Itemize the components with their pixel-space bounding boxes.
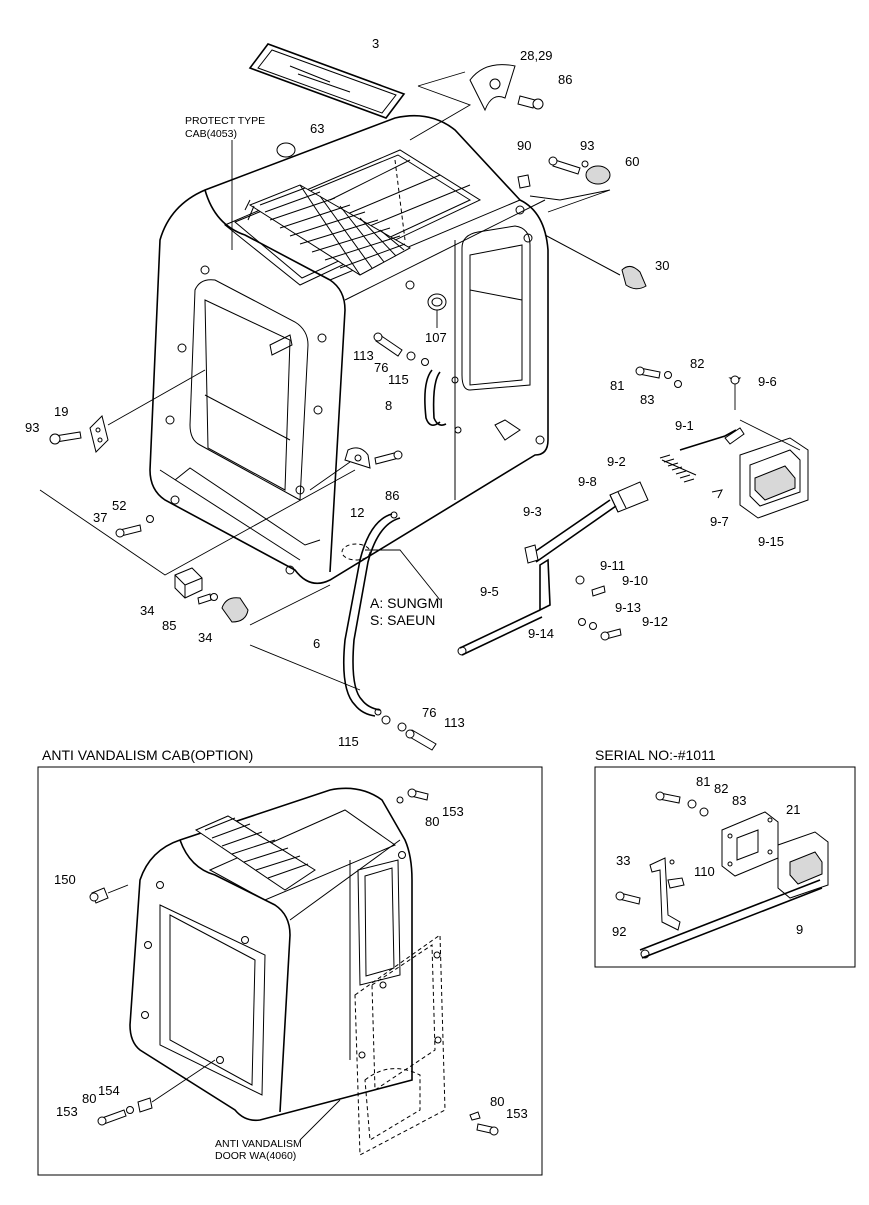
fasteners-113-76-115	[373, 332, 429, 366]
callout-85: 85	[162, 618, 176, 633]
callout-86-top: 86	[558, 72, 572, 87]
callout-30: 30	[655, 258, 669, 273]
callout-28-29: 28,29	[520, 48, 553, 63]
callout-34-right: 34	[198, 630, 212, 645]
serial-box	[594, 766, 856, 968]
av-callout-80-right: 80	[490, 1094, 504, 1109]
callout-60: 60	[625, 154, 639, 169]
serial-callout-81: 81	[696, 774, 710, 789]
callout-76-mid: 76	[374, 360, 388, 375]
callout-9-10: 9-10	[622, 573, 648, 588]
callout-labels: 3 28,29 86 63 90 93 60 30 107 113 76 115…	[25, 36, 784, 749]
part-19	[89, 369, 206, 453]
callout-82: 82	[690, 356, 704, 371]
grab-bar-part-6	[342, 511, 401, 717]
anti-vandalism-door-line1: ANTI VANDALISM	[215, 1138, 302, 1150]
callout-9-11: 9-11	[600, 558, 625, 573]
part-12	[309, 447, 403, 491]
protect-mesh	[244, 184, 412, 276]
callout-9-3: 9-3	[523, 504, 542, 519]
maker-s-note: S: SAEUN	[370, 612, 435, 628]
frame-holes	[165, 205, 545, 575]
callout-19: 19	[54, 404, 68, 419]
callout-83: 83	[640, 392, 654, 407]
callout-8: 8	[385, 398, 392, 413]
callout-37: 37	[93, 510, 107, 525]
callout-90: 90	[517, 138, 531, 153]
parts-34-85	[174, 567, 249, 623]
av-callout-150: 150	[54, 872, 76, 887]
anti-vandalism-title: ANTI VANDALISM CAB(OPTION)	[42, 747, 253, 763]
callout-113-bottom: 113	[444, 715, 465, 730]
callout-93-top: 93	[580, 138, 594, 153]
notes: PROTECT TYPE CAB(4053) A: SUNGMI S: SAEU…	[185, 115, 443, 628]
callout-9-6: 9-6	[758, 374, 777, 389]
av-callout-80-left: 80	[82, 1091, 96, 1106]
serial-title: SERIAL NO:-#1011	[595, 747, 716, 763]
callout-63: 63	[310, 121, 324, 136]
main-cab-frame	[149, 43, 549, 585]
callout-9-8: 9-8	[578, 474, 597, 489]
handle-part-8	[424, 369, 447, 426]
bolt-93-left	[49, 431, 82, 445]
callout-113-mid: 113	[353, 348, 374, 363]
anti-vandalism-door	[354, 934, 446, 1156]
serial-callout-92: 92	[612, 924, 626, 939]
callout-86-mid: 86	[385, 488, 399, 503]
callout-9-12: 9-12	[642, 614, 668, 629]
av-callout-154: 154	[98, 1083, 120, 1098]
av-callout-153-right: 153	[506, 1106, 528, 1121]
callout-9-7: 9-7	[710, 514, 729, 529]
callout-9-15: 9-15	[758, 534, 784, 549]
part-30	[544, 234, 647, 290]
part-90	[517, 174, 531, 189]
callout-93-left: 93	[25, 420, 39, 435]
serial-callout-9: 9	[796, 922, 803, 937]
bolt-86-top	[517, 95, 544, 110]
part-107	[427, 293, 447, 328]
callout-6: 6	[313, 636, 320, 651]
callout-12: 12	[350, 505, 364, 520]
part-93-60	[548, 156, 611, 185]
fasteners-37-52	[115, 515, 154, 538]
av-callout-80-top: 80	[425, 814, 439, 829]
protect-note-line1: PROTECT TYPE	[185, 115, 265, 127]
serial-labels: SERIAL NO:-#1011 81 82 83 21 33 110 92 9	[595, 747, 803, 939]
callout-52: 52	[112, 498, 126, 513]
callout-107: 107	[425, 330, 447, 345]
serial-callout-33: 33	[616, 853, 630, 868]
callout-3: 3	[372, 36, 379, 51]
lock-rod-assembly	[457, 366, 809, 656]
callout-9-5: 9-5	[480, 584, 499, 599]
serial-callout-21: 21	[786, 802, 800, 817]
serial-callout-82: 82	[714, 781, 728, 796]
serial-callout-110: 110	[694, 864, 715, 879]
callout-9-1: 9-1	[675, 418, 694, 433]
callout-115-bottom: 115	[338, 734, 359, 749]
callout-81: 81	[610, 378, 624, 393]
anti-vandalism-labels: ANTI VANDALISM CAB(OPTION) ANTI VANDALIS…	[42, 747, 528, 1162]
callout-34-left: 34	[140, 603, 154, 618]
protect-note-line2: CAB(4053)	[185, 128, 237, 140]
callout-9-14: 9-14	[528, 626, 554, 641]
shade-part-28-29	[469, 64, 516, 112]
serial-callout-83: 83	[732, 793, 746, 808]
part-63	[276, 142, 296, 158]
av-callout-153-left: 153	[56, 1104, 78, 1119]
callout-9-2: 9-2	[607, 454, 626, 469]
anti-vandalism-door-line2: DOOR WA(4060)	[215, 1150, 296, 1162]
maker-a-note: A: SUNGMI	[370, 595, 443, 611]
av-callout-153-top: 153	[442, 804, 464, 819]
roof-glass-part	[248, 43, 406, 119]
callout-9-13: 9-13	[615, 600, 641, 615]
anti-vandalism-box	[37, 766, 543, 1176]
callout-115-mid: 115	[388, 372, 409, 387]
callout-76-bottom: 76	[422, 705, 436, 720]
fasteners-115-76-113-bottom	[381, 715, 437, 751]
